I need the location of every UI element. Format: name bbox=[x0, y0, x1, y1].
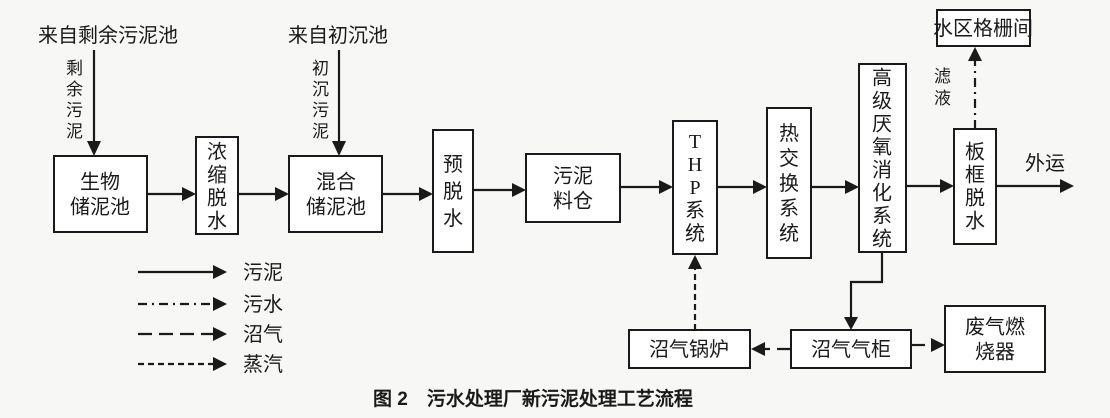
legend-sludge: 污泥 bbox=[138, 261, 283, 284]
biogas-holder-box: 沼气气柜 bbox=[790, 329, 912, 369]
legend-steam: 蒸汽 bbox=[138, 353, 283, 376]
svg-text:高级厌氧消化系统: 高级厌氧消化系统 bbox=[872, 67, 892, 251]
mixing-storage-tank-box: 混合储泥池 bbox=[288, 155, 383, 233]
legend: 污泥 污水 沼气 蒸汽 bbox=[138, 261, 283, 376]
pre-dewatering-box: 预脱水 bbox=[432, 129, 474, 253]
svg-text:板框脱水: 板框脱水 bbox=[965, 141, 985, 233]
svg-text:污水: 污水 bbox=[243, 293, 283, 316]
steam-to-thp-arrow bbox=[688, 255, 702, 330]
svg-text:热交换系统: 热交换系统 bbox=[779, 122, 799, 245]
sludge-silo-box: 污泥料仓 bbox=[525, 153, 621, 223]
svg-text:沼气锅炉: 沼气锅炉 bbox=[649, 338, 729, 361]
primary-sludge-arrowhead bbox=[332, 141, 346, 156]
excess-sludge-arrowhead bbox=[87, 141, 101, 156]
anaerobic-digestion-system-box: 高级厌氧消化系统 bbox=[858, 63, 907, 253]
biogas-boiler-box: 沼气锅炉 bbox=[628, 329, 751, 369]
from-excess-sludge-label: 来自剩余污泥池 bbox=[38, 24, 178, 47]
figure-caption: 图 2 污水处理厂新污泥处理工艺流程 bbox=[373, 387, 693, 410]
heat-exchange-system-box: 热交换系统 bbox=[766, 107, 812, 259]
svg-text:生物储泥池: 生物储泥池 bbox=[70, 171, 130, 219]
filtrate-vertical-label: 滤液 bbox=[934, 67, 951, 108]
thickening-dewatering-box: 浓缩脱水 bbox=[195, 136, 239, 235]
legend-biogas: 沼气 bbox=[138, 323, 283, 346]
svg-text:剩余污泥: 剩余污泥 bbox=[66, 59, 83, 141]
svg-text:沼气气柜: 沼气气柜 bbox=[811, 338, 891, 361]
plate-frame-press-box: 板框脱水 bbox=[953, 128, 997, 245]
sludge-flow-arrows bbox=[147, 179, 1074, 330]
svg-text:滤液: 滤液 bbox=[934, 67, 951, 108]
svg-text:蒸汽: 蒸汽 bbox=[243, 353, 283, 376]
waste-gas-flare-box: 废气燃烧器 bbox=[944, 305, 1046, 373]
water-area-screen-room-box: 水区格栅间 bbox=[933, 9, 1033, 47]
legend-wastewater: 污水 bbox=[138, 293, 283, 316]
svg-text:浓缩脱水: 浓缩脱水 bbox=[207, 141, 227, 233]
primary-sludge-vertical-label: 初沉污泥 bbox=[312, 59, 329, 141]
biogas-to-boiler-arrow bbox=[751, 342, 791, 356]
svg-text:初沉污泥: 初沉污泥 bbox=[312, 59, 329, 141]
export-label: 外运 bbox=[1025, 152, 1065, 175]
svg-text:预脱水: 预脱水 bbox=[443, 154, 463, 230]
from-primary-clarifier-label: 来自初沉池 bbox=[288, 24, 388, 47]
biogas-to-flare-arrow bbox=[911, 338, 945, 352]
svg-text:污泥料仓: 污泥料仓 bbox=[553, 165, 593, 213]
filtrate-return-arrow bbox=[968, 47, 982, 129]
svg-text:沼气: 沼气 bbox=[243, 323, 283, 346]
bio-storage-tank-box: 生物储泥池 bbox=[53, 155, 148, 233]
svg-text:污泥: 污泥 bbox=[243, 261, 283, 284]
svg-text:混合储泥池: 混合储泥池 bbox=[306, 171, 366, 219]
excess-sludge-vertical-label: 剩余污泥 bbox=[66, 59, 83, 141]
svg-text:废气燃烧器: 废气燃烧器 bbox=[965, 316, 1025, 364]
svg-text:水区格栅间: 水区格栅间 bbox=[933, 17, 1033, 40]
